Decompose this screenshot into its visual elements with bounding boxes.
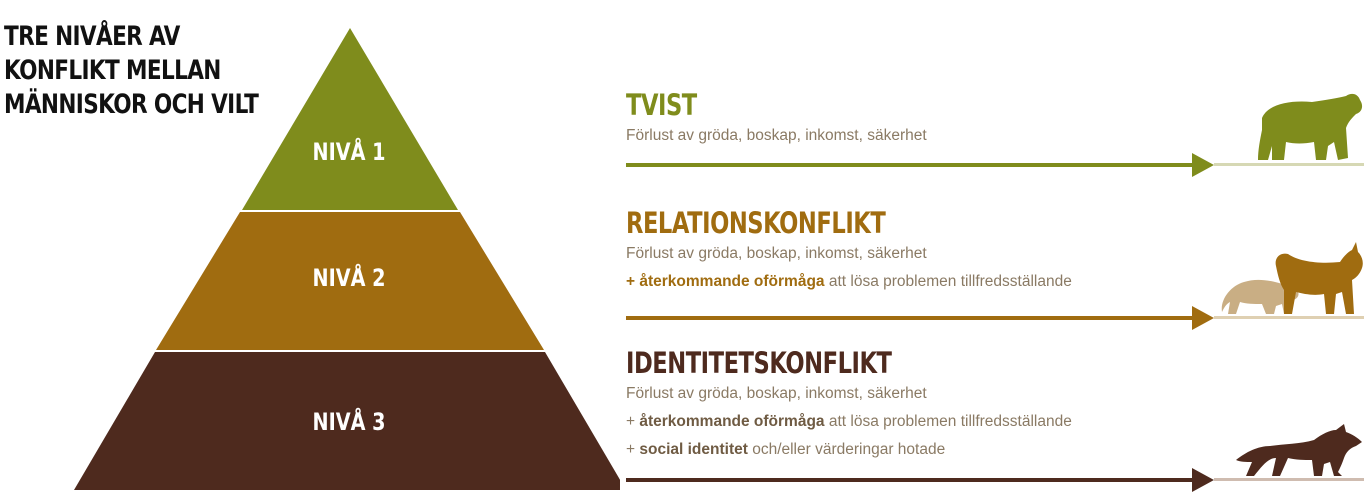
- section-line-1: Förlust av gröda, boskap, inkomst, säker…: [626, 127, 927, 144]
- section-title: RELATIONSKONFLIKT: [626, 206, 886, 240]
- section-line-2: + återkommande oförmåga att lösa problem…: [626, 268, 1072, 296]
- section-line-1: Förlust av gröda, boskap, inkomst, säker…: [626, 245, 927, 262]
- bold-phrase: återkommande oförmåga: [639, 413, 825, 430]
- section-line-2: + återkommande oförmåga att lösa problem…: [626, 408, 1072, 436]
- section-line-1: Förlust av gröda, boskap, inkomst, säker…: [626, 385, 927, 402]
- title-line-2: KONFLIKT MELLAN: [4, 55, 221, 86]
- bear-icon: [1258, 93, 1363, 160]
- arrow-tvist: [626, 153, 1364, 177]
- line-rest: att lösa problemen tillfredsställande: [824, 273, 1072, 290]
- section-identitetskonflikt: IDENTITETSKONFLIKT Förlust av gröda, bos…: [626, 346, 1072, 464]
- lynx-icon: [1275, 242, 1363, 314]
- section-title: TVIST: [626, 88, 697, 122]
- bold-phrase: + återkommande oförmåga: [626, 273, 825, 290]
- pyramid-level-2: [156, 212, 544, 350]
- level-3-label: NIVÅ 3: [313, 408, 386, 437]
- level-1-label: NIVÅ 1: [313, 138, 386, 167]
- line-rest: att lösa problemen tillfredsställande: [824, 413, 1072, 430]
- conflict-pyramid: NIVÅ 1 NIVÅ 2 NIVÅ 3: [74, 28, 620, 490]
- section-tvist: TVIST Förlust av gröda, boskap, inkomst,…: [626, 88, 927, 150]
- title-line-1: TRE NIVÅER AV: [4, 21, 180, 52]
- pyramid-level-1: [242, 28, 458, 210]
- line-prefix: +: [626, 413, 640, 430]
- pyramid-level-3: [74, 352, 620, 490]
- line-prefix: +: [626, 441, 640, 458]
- level-2-label: NIVÅ 2: [313, 264, 386, 293]
- diagram-title: TRE NIVÅER AV KONFLIKT MELLAN MÄNNISKOR …: [4, 20, 259, 122]
- title-line-3: MÄNNISKOR OCH VILT: [4, 89, 259, 120]
- section-title: IDENTITETSKONFLIKT: [626, 346, 892, 380]
- wolverine-icon: [1221, 279, 1299, 314]
- line-rest: och/eller värderingar hotade: [747, 441, 946, 458]
- section-relationskonflikt: RELATIONSKONFLIKT Förlust av gröda, bosk…: [626, 206, 1072, 296]
- arrow-relationskonflikt: [626, 306, 1364, 330]
- bold-phrase: social identitet: [639, 441, 748, 458]
- section-line-3: + social identitet och/eller värderingar…: [626, 436, 1072, 464]
- arrow-identitetskonflikt: [626, 468, 1364, 492]
- wolf-icon: [1236, 424, 1362, 476]
